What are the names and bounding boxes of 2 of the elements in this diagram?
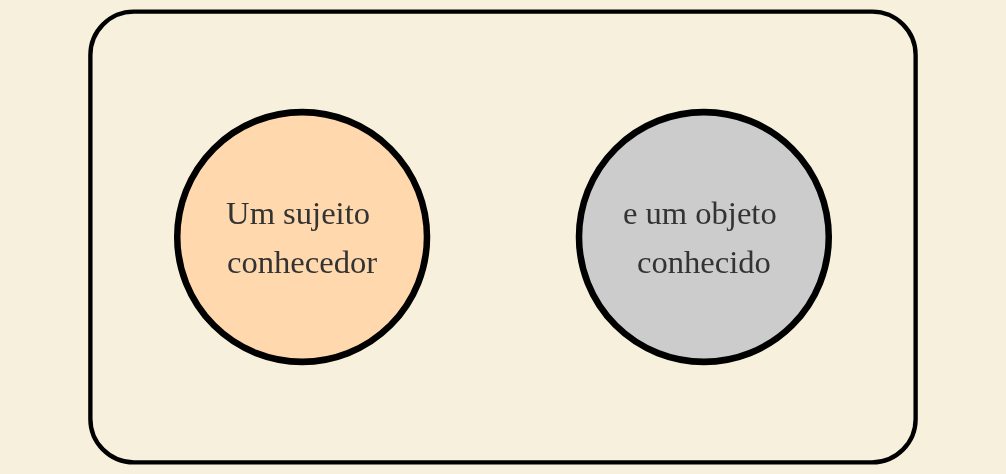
node-circle [575, 108, 832, 366]
node-circle [174, 108, 431, 366]
